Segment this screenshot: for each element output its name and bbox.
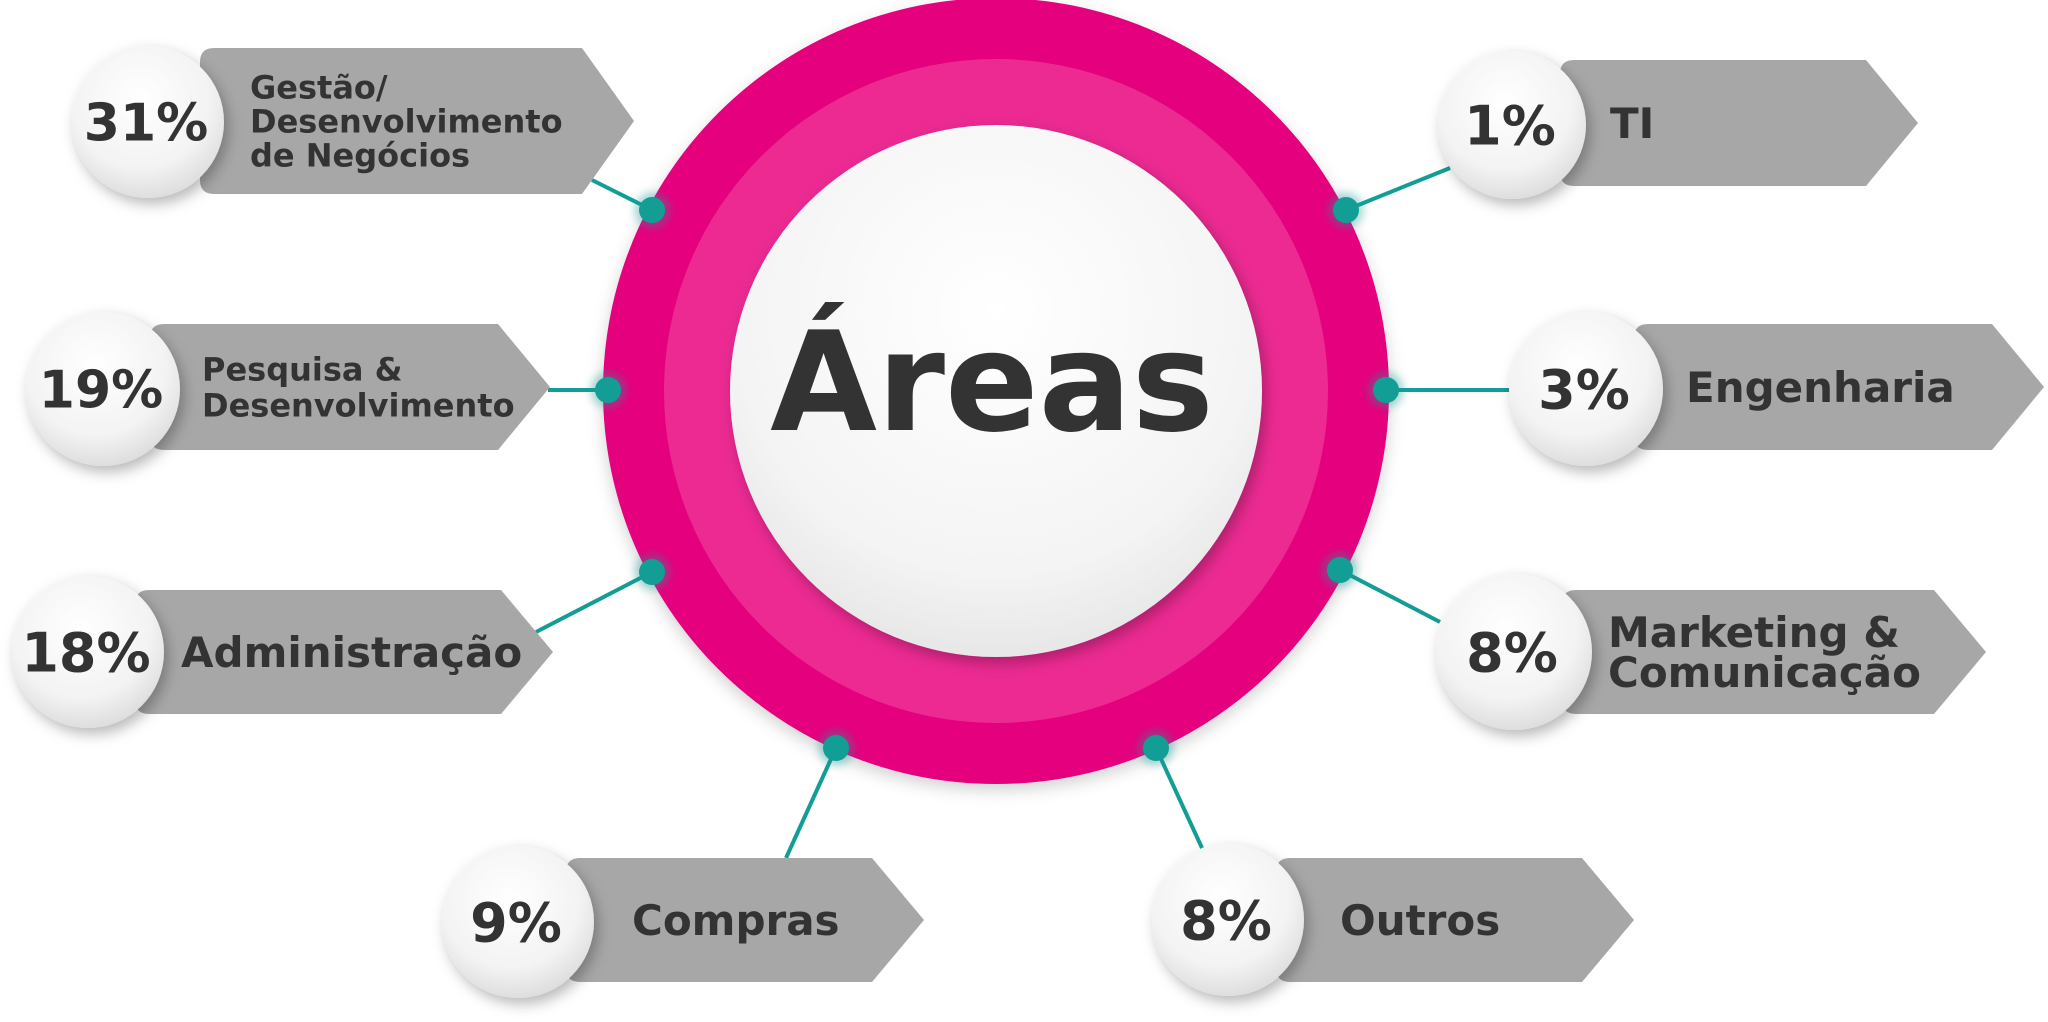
label-banner	[1562, 590, 1986, 714]
area-label-line: de Negócios	[250, 137, 470, 175]
area-item-marketing: 8% Marketing &Comunicação	[1436, 574, 1986, 730]
percent-value: 18%	[21, 621, 150, 684]
connector-dot-outros	[1138, 730, 1174, 766]
area-label-line: Administração	[181, 628, 522, 677]
percent-value: 8%	[1180, 889, 1272, 952]
percent-bubble	[12, 576, 164, 728]
connector-dot-compras	[818, 730, 854, 766]
center-disc	[730, 125, 1262, 657]
connector-line-marketing	[1339, 568, 1441, 624]
percent-value: 3%	[1538, 358, 1630, 421]
connector-line-outros	[1154, 747, 1204, 849]
area-label-line: Outros	[1340, 896, 1500, 945]
connector-dot-gestao	[634, 192, 670, 228]
percent-bubble	[1438, 51, 1586, 199]
area-label-line: Gestão/	[250, 69, 388, 107]
area-label-line: Pesquisa &	[202, 351, 403, 389]
percent-value: 1%	[1464, 94, 1556, 157]
label-banner	[200, 48, 634, 194]
center-hub: Áreas	[603, 0, 1389, 784]
percent-bubble	[1152, 844, 1304, 996]
area-label-line: Comunicação	[1608, 648, 1921, 697]
label-banner	[1276, 858, 1634, 982]
area-label-line: Marketing &	[1608, 608, 1900, 657]
percent-bubble	[1509, 312, 1663, 466]
area-item-engenharia: 3% Engenharia	[1509, 312, 2044, 466]
connector-dot-engenharia	[1368, 372, 1404, 408]
area-label-line: Desenvolvimento	[202, 387, 515, 425]
percent-value: 8%	[1466, 621, 1558, 684]
area-item-administracao: 18% Administração	[12, 576, 553, 728]
area-item-outros: 8% Outros	[1152, 844, 1634, 996]
area-item-pesquisa: 19% Pesquisa &Desenvolvimento	[26, 312, 550, 466]
area-label-line: TI	[1610, 99, 1654, 148]
percent-value: 19%	[39, 361, 163, 421]
connector-line-ti	[1345, 166, 1451, 212]
connectors	[535, 166, 1510, 859]
connector-dot-administracao	[634, 554, 670, 590]
connector-dot-pesquisa	[590, 372, 626, 408]
connector-dot-marketing	[1322, 552, 1358, 588]
percent-value: 9%	[470, 891, 562, 954]
center-title: Áreas	[770, 302, 1214, 463]
connector-dots	[590, 192, 1404, 766]
percent-bubble	[1436, 574, 1592, 730]
percent-bubble	[72, 46, 224, 198]
label-banner	[1634, 324, 2044, 450]
connector-dot-ti	[1328, 192, 1364, 228]
area-label-line: Engenharia	[1686, 363, 1955, 412]
label-banner	[1560, 60, 1918, 186]
area-item-compras: 9% Compras	[442, 846, 924, 998]
area-label-line: Compras	[632, 896, 840, 945]
connector-line-administracao	[535, 570, 653, 634]
percent-bubble	[442, 846, 594, 998]
area-label-line: Desenvolvimento	[250, 103, 563, 141]
percent-bubble	[26, 312, 180, 466]
label-banner	[135, 590, 553, 714]
area-item-ti: 1% TI	[1438, 51, 1918, 199]
label-banner	[566, 858, 924, 982]
percent-value: 31%	[84, 94, 208, 154]
label-banner	[150, 324, 550, 450]
connector-line-compras	[784, 747, 838, 859]
